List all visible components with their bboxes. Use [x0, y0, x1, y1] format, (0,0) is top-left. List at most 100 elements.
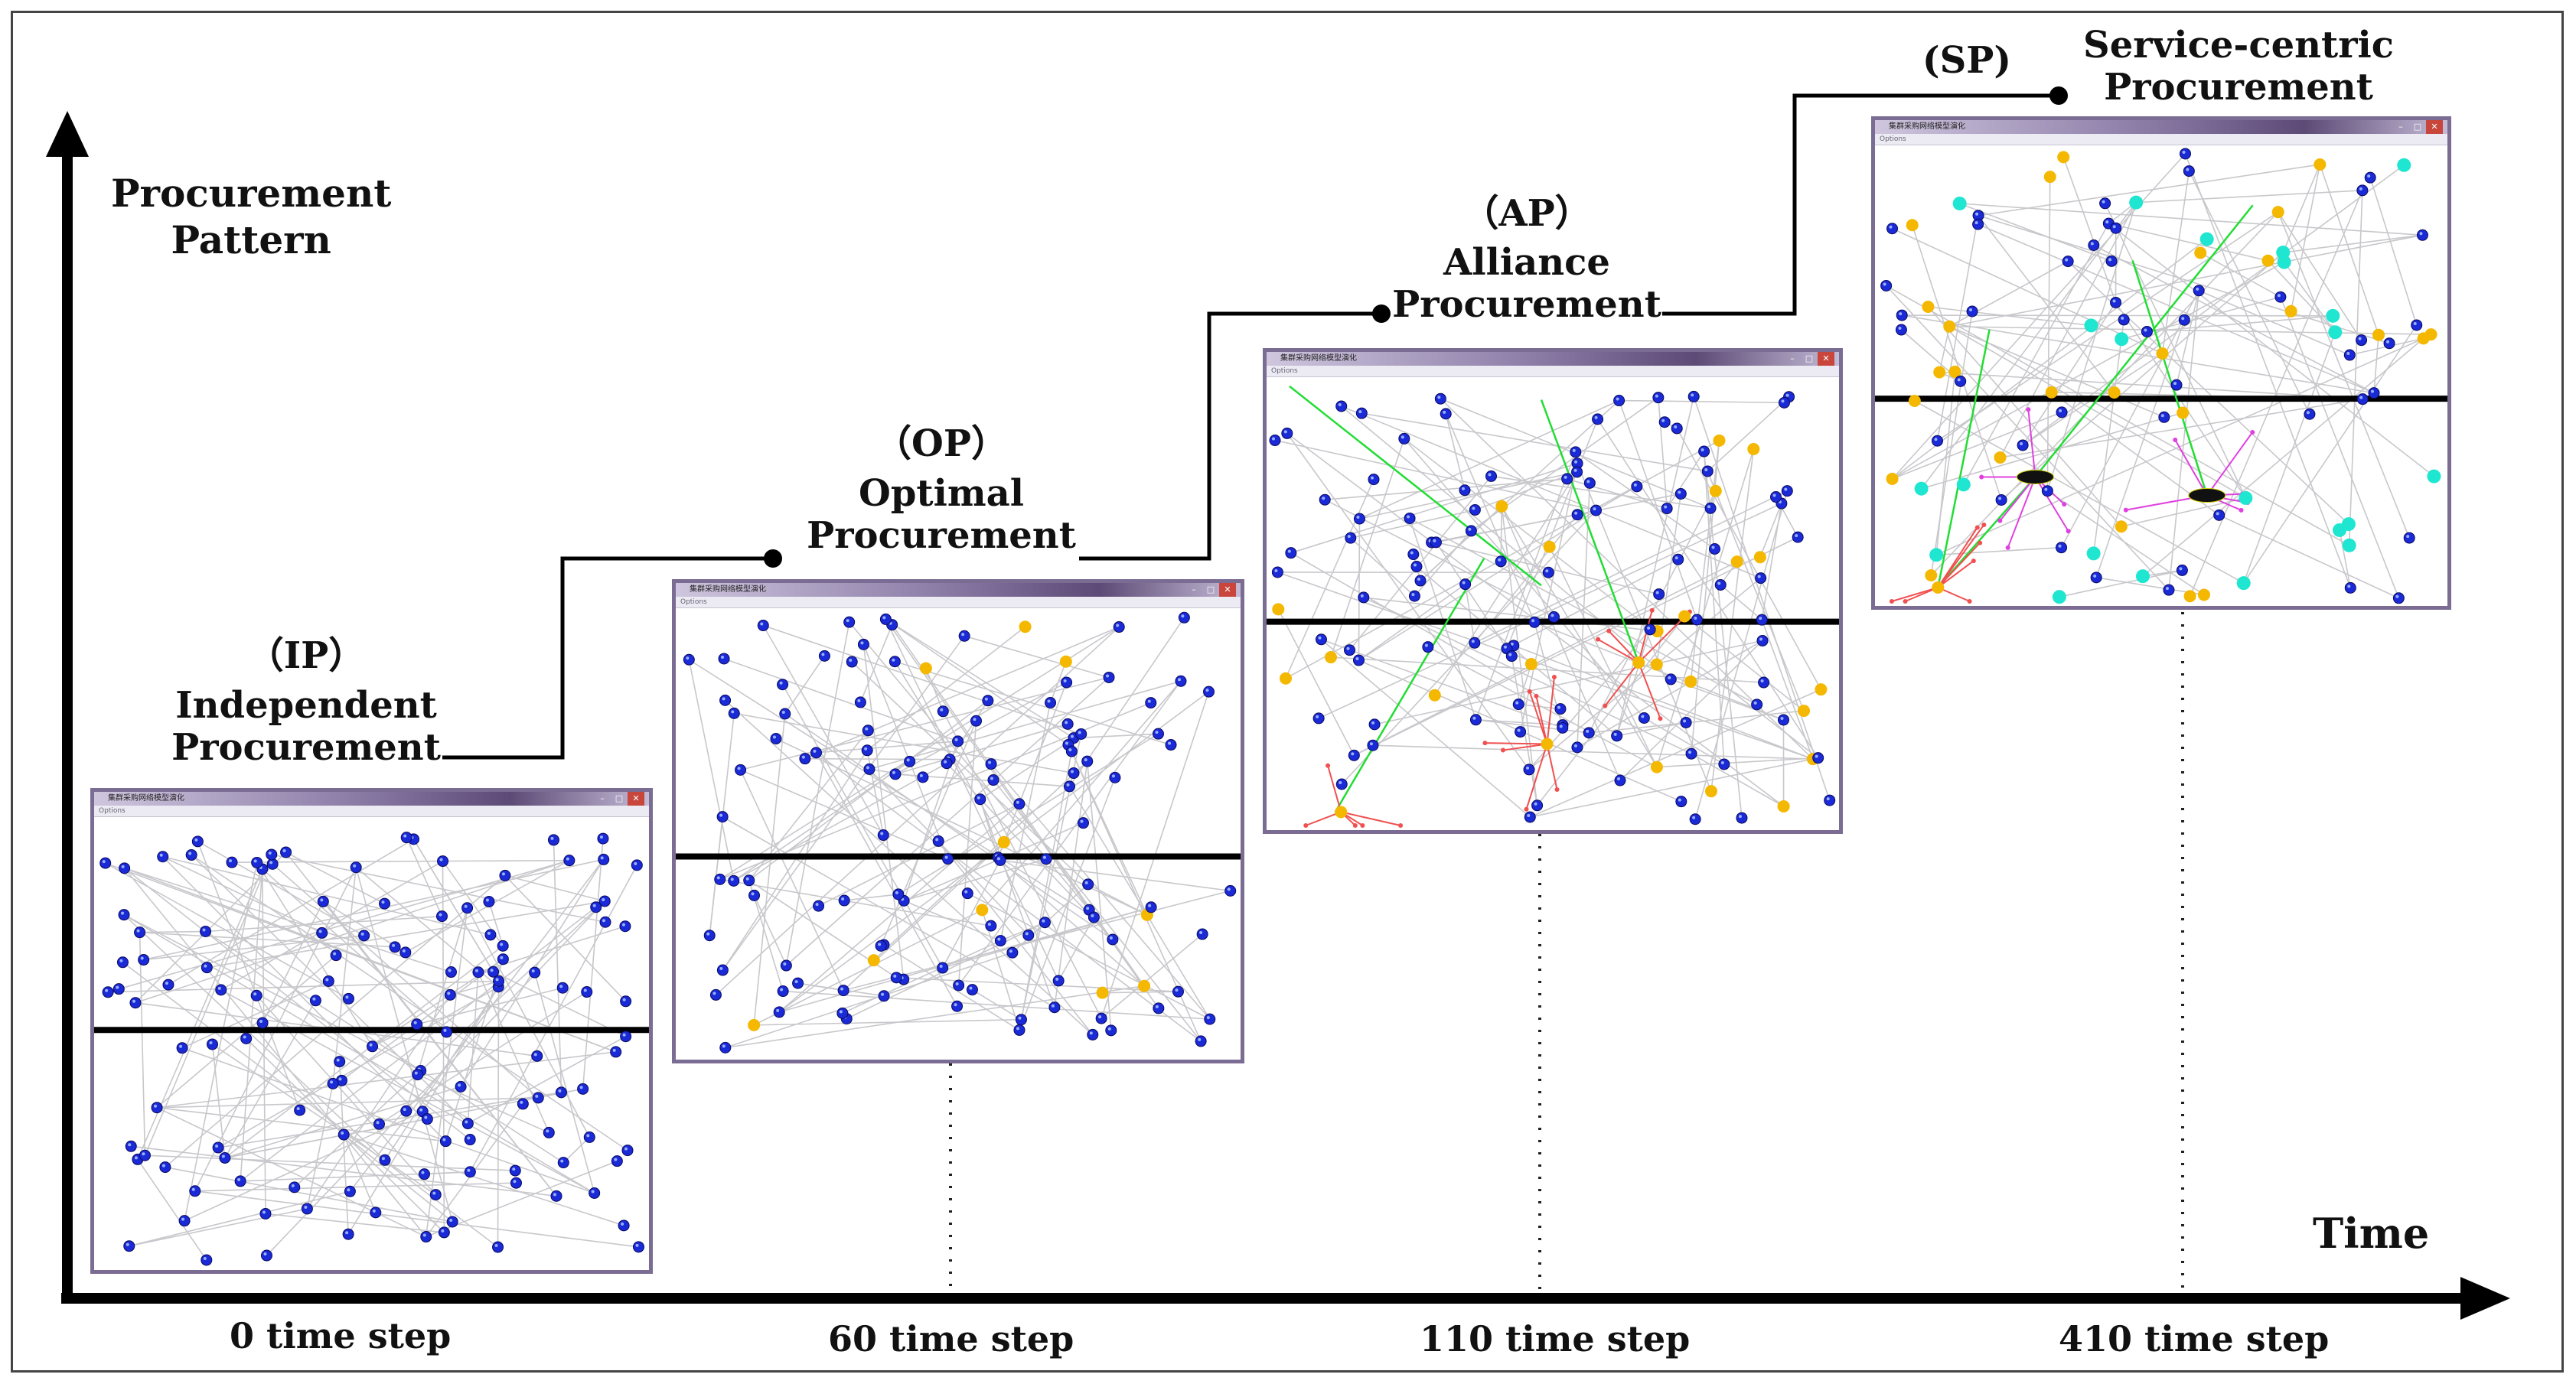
graph-edge: [885, 618, 1069, 746]
graph-node: [1368, 474, 1380, 486]
menu-options[interactable]: Options: [680, 598, 707, 606]
graph-node-highlight: [165, 982, 168, 985]
graph-node-highlight: [1066, 783, 1070, 786]
graph-node: [743, 874, 755, 887]
stage-ip-abbr: （IP）: [246, 634, 366, 677]
maximize-icon[interactable]: □: [1805, 353, 1814, 363]
graph-node-highlight: [751, 892, 755, 896]
graph-edge: [1658, 397, 1668, 509]
graph-node: [1524, 658, 1537, 671]
graph-edge: [990, 764, 1211, 1020]
graph-node-highlight: [1472, 506, 1475, 510]
graph-node: [201, 962, 213, 974]
graph-node: [2118, 314, 2130, 326]
hub-edge: [1528, 691, 1548, 744]
hub-edge: [1327, 765, 1342, 812]
graph-node-highlight: [1795, 534, 1798, 538]
graph-node-highlight: [1098, 1015, 1102, 1019]
close-icon[interactable]: ✕: [1818, 352, 1834, 366]
hub-edge: [1535, 695, 1548, 744]
graph-node-highlight: [2186, 168, 2190, 171]
maximize-icon[interactable]: □: [615, 793, 624, 803]
graph-node-highlight: [1400, 435, 1404, 439]
graph-node: [1613, 395, 1625, 407]
graph-edge: [1374, 640, 1763, 725]
graph-node-highlight: [866, 766, 869, 770]
graph-node: [597, 832, 609, 845]
graph-node-highlight: [449, 1218, 453, 1222]
menu-options[interactable]: Options: [1271, 367, 1298, 375]
hub-edge-end: [1658, 716, 1663, 721]
maximize-icon[interactable]: □: [1206, 585, 1215, 594]
graph-edge: [450, 980, 499, 996]
menu-options[interactable]: Options: [1880, 135, 1906, 143]
close-icon[interactable]: ✕: [628, 792, 644, 806]
graph-node: [1512, 699, 1524, 711]
minimize-icon[interactable]: –: [2398, 122, 2403, 132]
graph-edge: [895, 682, 1067, 775]
graph-node-highlight: [1468, 527, 1472, 531]
graph-node-highlight: [566, 857, 569, 861]
graph-node-highlight: [1347, 535, 1351, 539]
graph-node-highlight: [1009, 949, 1012, 953]
graph-node-highlight: [1564, 475, 1567, 479]
graph-node-highlight: [1155, 731, 1159, 734]
graph-node: [201, 1254, 213, 1266]
graph-edge: [1404, 438, 1819, 759]
graph-node: [446, 1216, 458, 1228]
graph-node: [429, 1189, 442, 1201]
graph-node-highlight: [422, 1233, 426, 1237]
graph-node-highlight: [443, 1028, 447, 1032]
graph-node: [1103, 671, 1115, 683]
graph-node: [1908, 395, 1921, 408]
graph-node: [497, 939, 509, 952]
graph-node-highlight: [1371, 721, 1375, 725]
graph-node: [2344, 581, 2356, 594]
graph-node: [1781, 485, 1793, 497]
graph-node: [813, 900, 825, 912]
graph-node-highlight: [494, 1244, 498, 1248]
menu-options[interactable]: Options: [99, 807, 126, 815]
graph-edge: [957, 680, 1182, 986]
graph-node-highlight: [253, 859, 257, 863]
graph-node: [1515, 726, 1527, 738]
graph-node: [464, 1134, 476, 1146]
close-icon[interactable]: ✕: [2426, 120, 2443, 134]
graph-node-highlight: [602, 897, 605, 901]
graph-node: [2356, 184, 2369, 197]
graph-node: [1052, 975, 1065, 987]
graph-node-highlight: [1678, 798, 1681, 802]
graph-node-highlight: [1065, 741, 1068, 745]
graph-node: [1995, 493, 2007, 506]
graph-node: [777, 985, 789, 998]
graph-node: [2239, 490, 2253, 505]
graph-node-highlight: [1155, 1005, 1159, 1008]
graph-node-highlight: [1410, 551, 1414, 555]
graph-node-highlight: [779, 681, 783, 685]
close-icon[interactable]: ✕: [1219, 583, 1236, 597]
maximize-icon[interactable]: □: [2413, 122, 2422, 132]
hub-edge-end: [1971, 558, 1976, 564]
graph-node: [1109, 771, 1121, 783]
graph-node: [1736, 812, 1748, 824]
graph-edge: [723, 658, 958, 742]
graph-node: [123, 1240, 135, 1252]
minimize-icon[interactable]: –: [1790, 353, 1795, 363]
graph-node-highlight: [841, 897, 845, 901]
graph-node: [399, 946, 412, 959]
graph-node-highlight: [1424, 643, 1428, 647]
graph-node: [1459, 484, 1471, 497]
graph-node: [997, 835, 1010, 848]
graph-node: [1465, 525, 1477, 537]
minimize-icon[interactable]: –: [600, 793, 605, 803]
graph-edge: [2059, 569, 2183, 598]
graph-node-highlight: [439, 913, 442, 917]
window-titlebar: 集群采购网络模型演化: [1875, 120, 2447, 134]
minimize-icon[interactable]: –: [1192, 585, 1196, 594]
graph-edge: [725, 699, 1094, 1036]
graph-node-highlight: [1070, 734, 1074, 738]
graph-edge: [1694, 490, 1789, 819]
graph-edge: [1978, 164, 2320, 217]
graph-node-highlight: [906, 758, 910, 762]
graph-node: [2088, 239, 2100, 251]
